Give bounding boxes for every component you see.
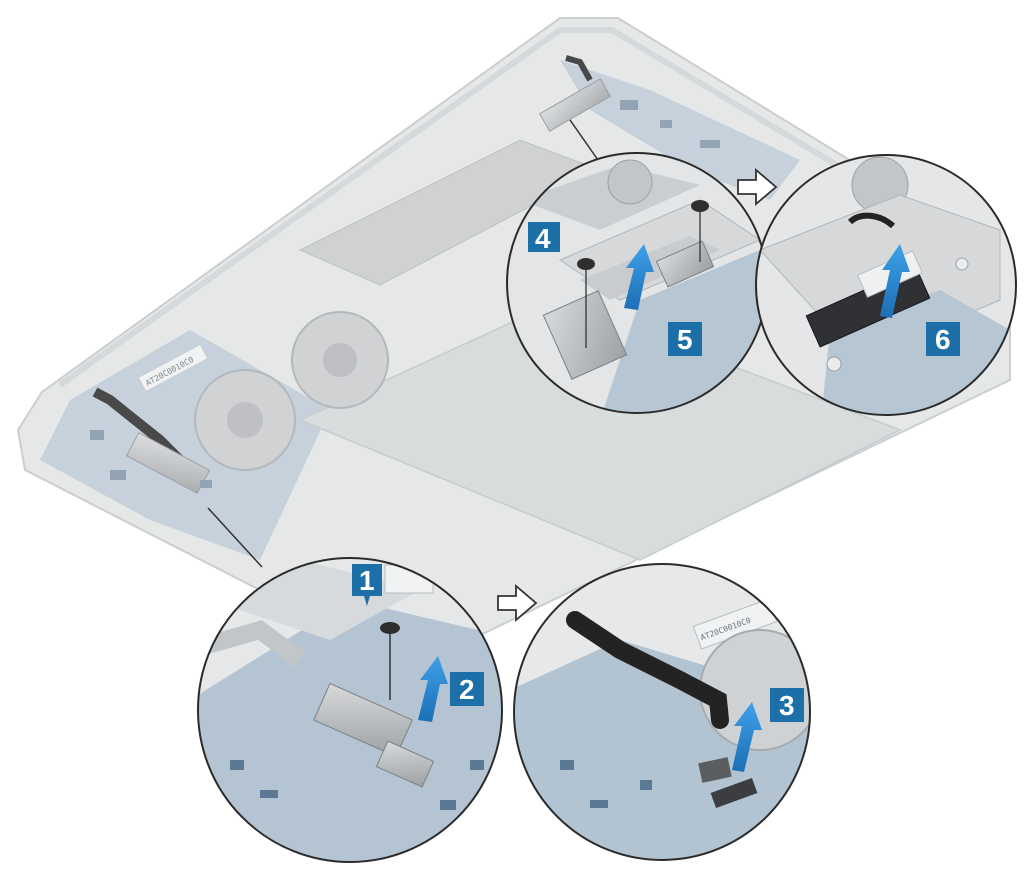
callout-step-3: AT20C0010C0 3 (513, 563, 811, 861)
svg-text:2: 2 (459, 674, 475, 705)
callout-steps-1-2: 1 2 (197, 557, 503, 863)
screw-icon (577, 258, 595, 348)
magnify-callout-icon (755, 154, 1017, 416)
step-badge-1: 1 (352, 564, 382, 606)
lift-arrow-icon (624, 244, 654, 310)
svg-text:1: 1 (359, 565, 375, 596)
magnify-callout-icon (513, 563, 811, 861)
display-cable-top (565, 55, 593, 82)
screw-icon (380, 622, 400, 700)
step-badge-5: 5 (668, 322, 702, 356)
lift-arrow-icon (880, 244, 910, 318)
svg-text:6: 6 (935, 324, 951, 355)
magnify-callout-icon (197, 557, 503, 863)
next-step-arrow-icon (737, 168, 778, 206)
callout-step-6: 6 (755, 154, 1017, 416)
callout-steps-4-5: 4 5 (506, 152, 768, 414)
callout-leader-top (569, 119, 599, 161)
next-step-arrow-icon (497, 584, 538, 622)
callout-leader-bottom (207, 507, 263, 568)
battery (298, 299, 902, 561)
step-badge-4: 4 (528, 222, 574, 260)
svg-text:3: 3 (779, 690, 795, 721)
chassis-top-edge (58, 27, 972, 388)
screw-icon (691, 200, 709, 262)
lift-arrow-icon (418, 656, 448, 722)
fan-right (291, 311, 389, 409)
fan-left (194, 369, 296, 471)
svg-text:4: 4 (535, 223, 551, 254)
laptop-base: AT20C0010C0 (16, 17, 1011, 642)
board-components (90, 100, 720, 488)
step-badge-2: 2 (450, 672, 484, 706)
lift-arrow-icon (732, 702, 762, 772)
svg-text:5: 5 (677, 324, 693, 355)
hinge-bracket-top (539, 78, 611, 132)
step-badge-6: 6 (926, 322, 960, 356)
system-board-top (560, 60, 800, 200)
step-badge-3: 3 (770, 688, 804, 722)
